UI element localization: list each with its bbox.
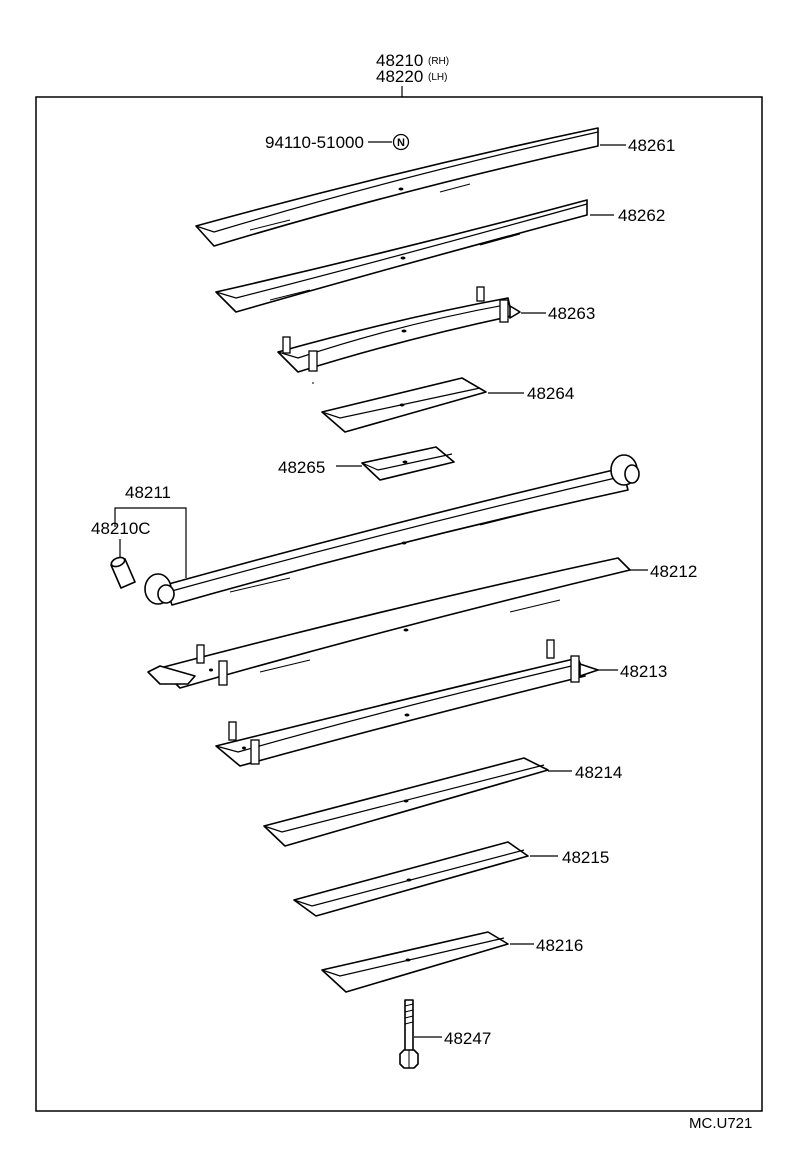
leaf-48264 — [321, 377, 487, 433]
nut-symbol-letter: N — [397, 137, 405, 149]
leader-48211 — [114, 507, 187, 578]
leaf-48213 — [215, 639, 599, 767]
label-48261: 48261 — [628, 136, 675, 155]
label-48247: 48247 — [444, 1029, 491, 1048]
label-48215: 48215 — [562, 848, 609, 867]
label-48262: 48262 — [618, 206, 665, 225]
assembly-number-lh: 48220 — [376, 67, 423, 86]
label-48264: 48264 — [527, 384, 574, 403]
label-48211: 48211 — [125, 483, 171, 502]
assembly-suffix-lh: (LH) — [428, 72, 447, 83]
leaf-48214 — [263, 757, 549, 847]
diagram-frame — [35, 96, 763, 1112]
diagram-code: MC.U721 — [689, 1115, 752, 1132]
leaf-48265 — [361, 446, 455, 481]
leaf-48216 — [321, 931, 509, 993]
label-48216: 48216 — [536, 936, 583, 955]
assembly-number-rh: 48210 — [376, 51, 423, 70]
label-48263: 48263 — [548, 304, 595, 323]
nut-symbol-icon — [392, 133, 410, 151]
label-48210c: 48210C — [91, 519, 151, 538]
nut-part-number: 94110-51000 — [265, 133, 364, 152]
leaf-48262 — [215, 199, 588, 313]
leaf-48215 — [293, 841, 529, 917]
assembly-suffix-rh: (RH) — [428, 56, 449, 67]
label-48214: 48214 — [575, 763, 622, 782]
leaf-48261 — [195, 127, 599, 247]
label-48212: 48212 — [650, 562, 697, 581]
bushing-48210c — [110, 556, 136, 589]
label-48213: 48213 — [620, 662, 667, 681]
main-leaf-48211 — [144, 454, 640, 606]
label-48265: 48265 — [278, 458, 325, 477]
leaf-48263 — [277, 286, 521, 384]
center-bolt-48247 — [399, 999, 419, 1069]
